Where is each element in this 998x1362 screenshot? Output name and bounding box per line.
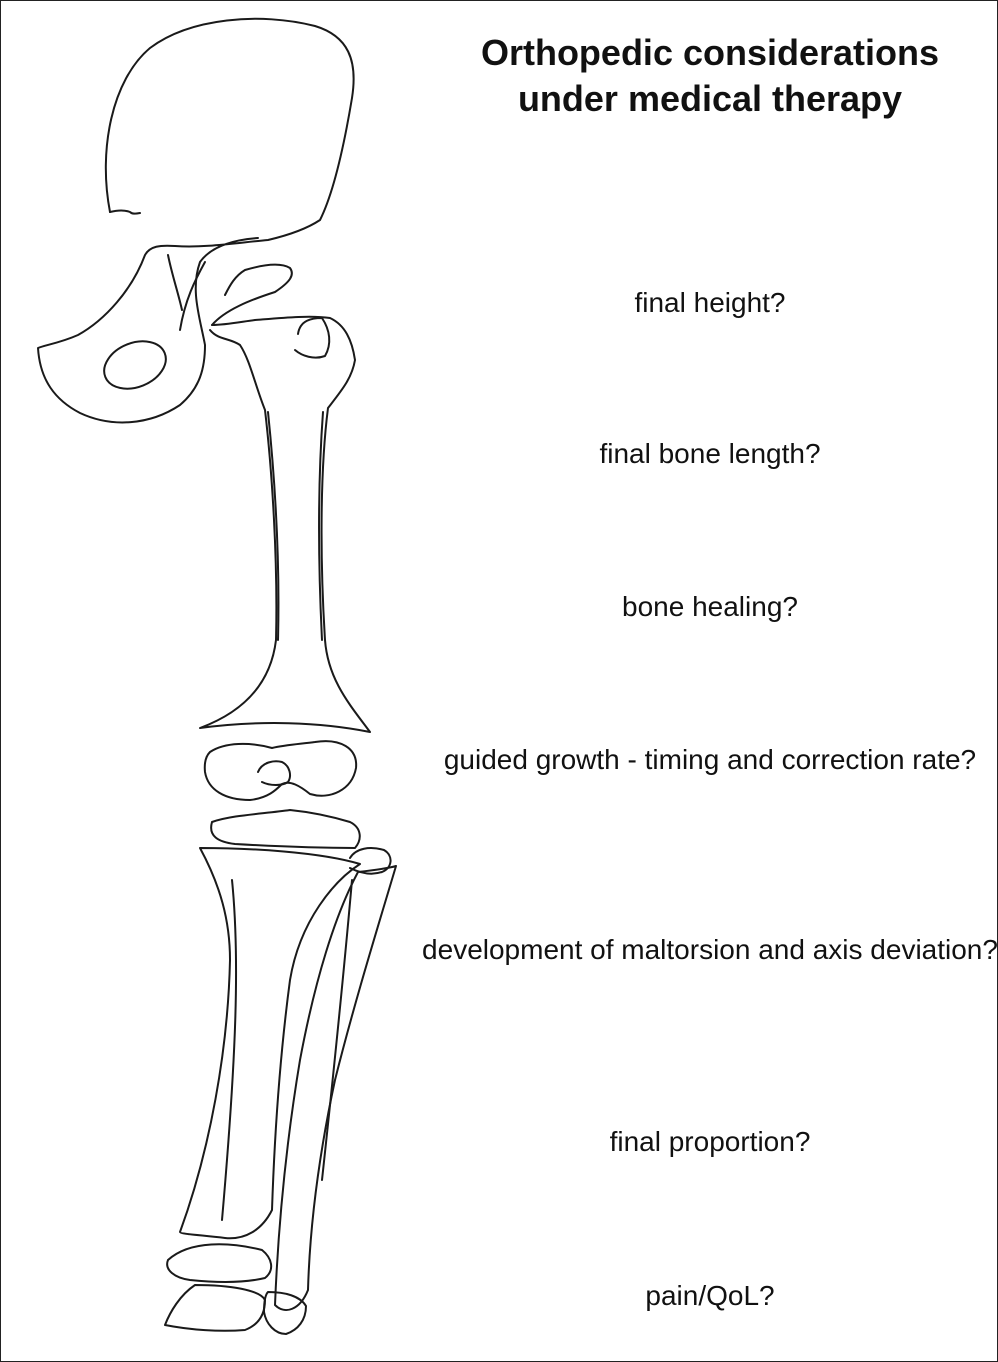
tibia — [165, 810, 360, 1331]
question-maltorsion-axis-deviation: development of maltorsion and axis devia… — [420, 932, 998, 968]
femur — [200, 265, 370, 732]
fibula — [264, 848, 396, 1334]
question-final-proportion: final proportion? — [420, 1124, 998, 1160]
title-line-1: Orthopedic considerations — [410, 30, 998, 76]
question-guided-growth: guided growth - timing and correction ra… — [420, 742, 998, 778]
lower-limb-skeleton-illustration — [0, 0, 420, 1362]
pelvis-hip-bone — [38, 19, 354, 423]
question-pain-qol: pain/QoL? — [420, 1278, 998, 1314]
diagram-title: Orthopedic considerations under medical … — [410, 30, 998, 122]
knee-patella — [205, 741, 356, 800]
question-final-bone-length: final bone length? — [420, 436, 998, 472]
question-final-height: final height? — [420, 285, 998, 321]
title-line-2: under medical therapy — [410, 76, 998, 122]
question-bone-healing: bone healing? — [420, 589, 998, 625]
